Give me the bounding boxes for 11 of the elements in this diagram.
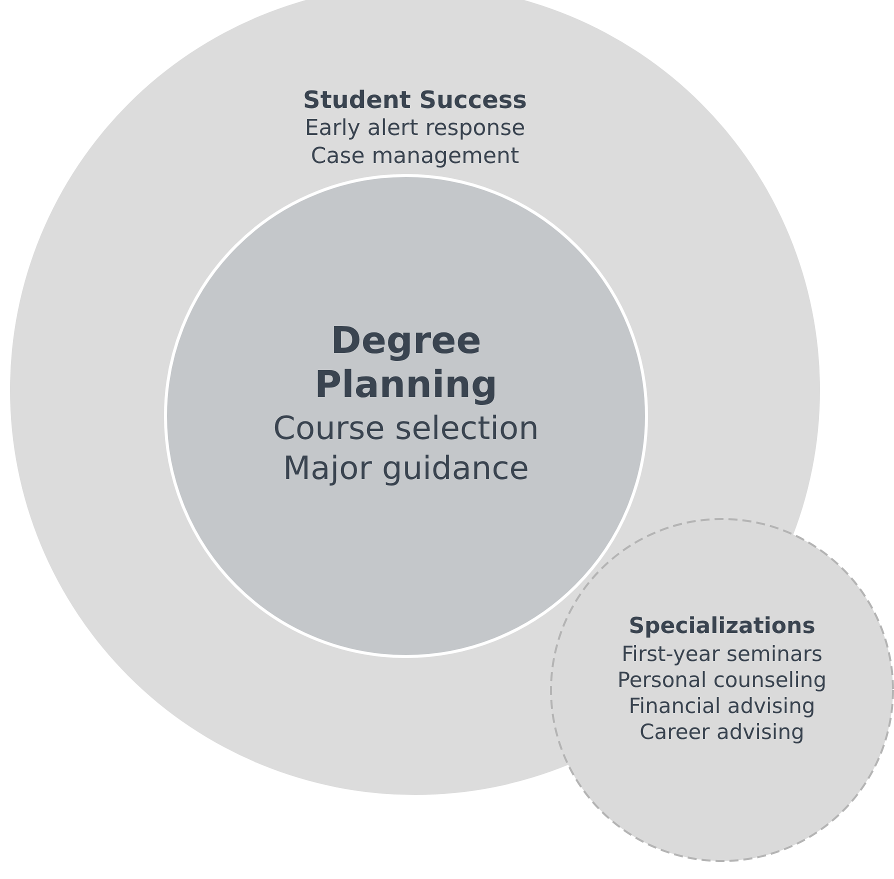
list-item: Major guidance bbox=[282, 448, 530, 488]
list-item: Case management bbox=[310, 142, 520, 170]
list-item: Early alert response bbox=[304, 115, 526, 142]
circle-heading: Student Success bbox=[302, 85, 528, 115]
circle-heading: Specializations bbox=[628, 613, 816, 640]
list-item: Course selection bbox=[272, 408, 540, 448]
list-item: Career advising bbox=[638, 719, 806, 746]
list-item: Personal counseling bbox=[616, 666, 828, 693]
list-item: First-year seminars bbox=[620, 640, 824, 667]
circle-heading: Degree Planning bbox=[314, 319, 498, 408]
list-item: Financial advising bbox=[628, 693, 816, 720]
